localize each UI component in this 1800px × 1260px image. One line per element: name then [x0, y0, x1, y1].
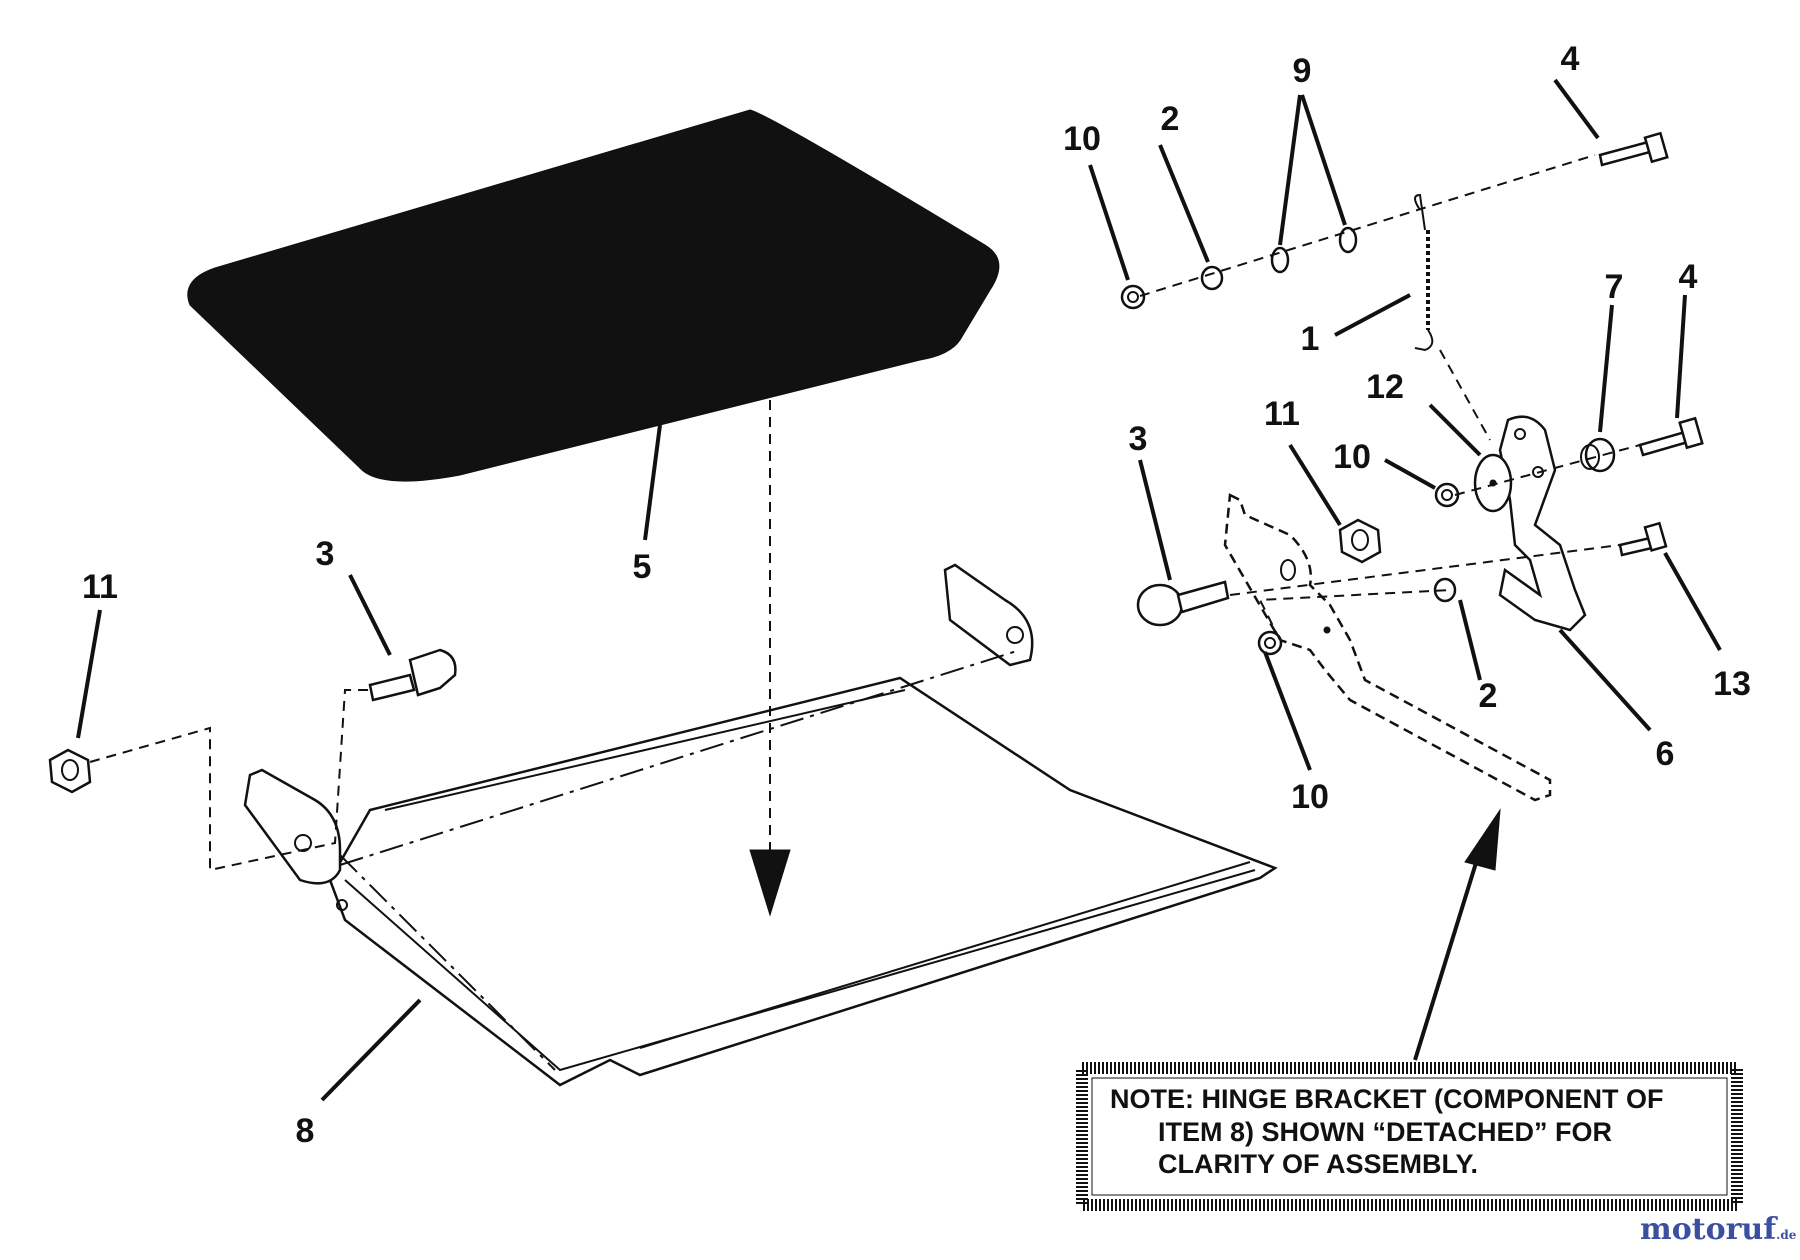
callout-12: 12: [1366, 368, 1404, 406]
callout-10-top: 10: [1063, 120, 1101, 158]
callout-10-mid: 10: [1333, 438, 1371, 476]
floor-pan-part: [243, 563, 1278, 1087]
note-line-1: NOTE: HINGE BRACKET (COMPONENT OF: [1110, 1084, 1664, 1114]
lever-part: [1498, 415, 1587, 632]
callout-10-lower: 10: [1291, 778, 1329, 816]
callout-3-right: 3: [1129, 420, 1148, 458]
callout-labels: 4 9 2 10 1 7 4 12 11 10 3 2 13 6 10 5 3 …: [82, 40, 1751, 1150]
callout-11-left: 11: [82, 568, 118, 606]
hardware-parts: [48, 131, 1704, 794]
watermark-text: motoruf: [1640, 1212, 1777, 1247]
callout-6: 6: [1656, 735, 1675, 773]
spring-part: [1414, 193, 1434, 352]
assembly-lines: [89, 154, 1641, 1071]
callout-2-lower: 2: [1479, 677, 1498, 715]
seat-pad-part: [187, 109, 1000, 482]
callout-2-top: 2: [1161, 100, 1180, 138]
note-line-2: ITEM 8) SHOWN “DETACHED” FOR: [1158, 1117, 1612, 1147]
callout-1: 1: [1301, 320, 1320, 358]
callout-4-right: 4: [1679, 258, 1698, 296]
leader-lines: [76, 78, 1722, 1102]
callout-13: 13: [1713, 665, 1751, 703]
watermark-logo: motoruf.de: [1640, 1212, 1796, 1247]
callout-4-top: 4: [1561, 40, 1580, 78]
callout-11-right: 11: [1264, 395, 1300, 433]
callout-7: 7: [1605, 268, 1624, 306]
note-box: NOTE: HINGE BRACKET (COMPONENT OF ITEM 8…: [1076, 1062, 1743, 1211]
callout-3-left: 3: [316, 535, 335, 573]
callout-8: 8: [296, 1112, 315, 1150]
hinge-bracket-part: [1223, 493, 1552, 802]
watermark-suffix: .de: [1776, 1228, 1797, 1242]
callout-9: 9: [1293, 52, 1312, 90]
callout-5: 5: [633, 548, 652, 586]
note-line-3: CLARITY OF ASSEMBLY.: [1158, 1149, 1478, 1179]
